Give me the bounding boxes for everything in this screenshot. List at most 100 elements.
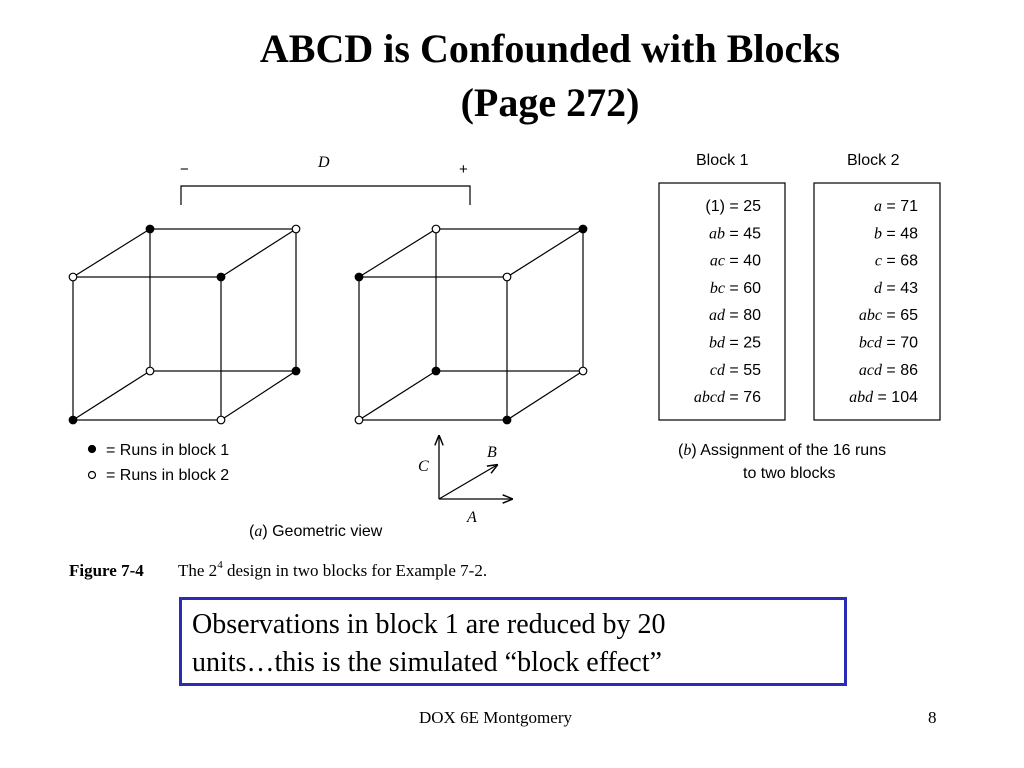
block2-run-name: acd [859,362,883,379]
run-ac [216,272,226,282]
block2-run-name: b [874,225,882,242]
block2-run-4: abc = 65 [859,307,918,324]
block2-run-1: b = 48 [874,225,918,242]
block1-run-0: (1) = 25 [705,198,761,215]
note-line1: Observations in block 1 are reduced by 2… [192,609,666,640]
block2-run-name: abd [849,389,874,406]
block2-run-value: 71 [900,198,918,215]
block2-run-name: a [874,198,882,215]
run-c [68,272,78,282]
block2-run-5: bcd = 70 [859,335,918,352]
block1-run-value: 45 [743,225,761,242]
d-minus-label: − [180,161,189,178]
legend-block2-label: = Runs in block 2 [106,467,229,484]
run-1 [68,415,78,425]
block1-run-name: ad [709,307,726,324]
figure-caption: The 24 design in two blocks for Example … [178,559,487,580]
run-ab [291,366,301,376]
block1-run-4: ad = 80 [709,307,761,324]
block1-run-6: cd = 55 [710,362,761,379]
block2-run-2: c = 68 [875,253,918,270]
block1-run-value: 25 [743,198,761,215]
run-bcd [431,224,441,234]
cube-d-plus-runs [354,224,588,425]
run-a [216,415,226,425]
axis-b-label: B [487,444,497,461]
caption-assignment-line1: (b) Assignment of the 16 runs [678,442,886,459]
caption-geometric-view: (a) Geometric view [249,523,383,540]
run-bc [145,224,155,234]
block2-run-value: 86 [900,362,918,379]
run-d [354,415,364,425]
block1-list: (1) = 25 ab = 45 ac = 40 bc = 60 ad = 80 bd =… [694,198,761,406]
axis-a-label: A [466,509,477,526]
block2-run-value: 70 [900,335,918,352]
block2-run-value: 48 [900,225,918,242]
block2-run-name: d [874,280,883,297]
block1-title: Block 1 [696,152,749,169]
slide-title-line1: ABCD is Confounded with Blocks [259,26,841,71]
block1-run-1: ab = 45 [709,225,761,242]
figure-label: Figure 7-4 [69,561,144,580]
block2-run-value: 43 [900,280,918,297]
block2-run-0: a = 71 [874,198,918,215]
block2-run-name: c [875,253,882,270]
block2-list: a = 71 b = 48 c = 68 d = 43 abc = 65 bcd = 70… [849,198,918,406]
d-bracket [180,185,471,205]
run-abcd [578,224,588,234]
run-abc [291,224,301,234]
block1-box [658,182,786,421]
cube-d-minus [72,228,297,421]
axes-indicator [439,436,512,499]
run-ad [502,415,512,425]
axis-b-arrow [438,465,497,500]
footer-page-number: 8 [928,708,937,727]
block1-run-value: 76 [743,389,761,406]
block2-run-value: 104 [891,389,918,406]
block2-run-name: bcd [859,335,883,352]
run-b [145,366,155,376]
block1-run-name: (1) [705,198,725,215]
block-effect-note: Observations in block 1 are reduced by 2… [179,597,847,686]
block1-run-name: bc [710,280,725,297]
block1-run-5: bd = 25 [709,335,761,352]
run-acd [502,272,512,282]
block1-run-value: 60 [743,280,761,297]
block2-run-value: 68 [900,253,918,270]
block2-run-name: abc [859,307,882,324]
block2-run-7: abd = 104 [849,389,918,406]
footer-source: DOX 6E Montgomery [419,708,572,727]
note-line2: units…this is the simulated “block effec… [192,647,662,678]
figure-7-4: − + D = Runs in [68,152,941,580]
d-factor-label: D [317,154,330,171]
block1-run-value: 25 [743,335,761,352]
block2-run-6: acd = 86 [859,362,918,379]
block1-run-7: abcd = 76 [694,389,761,406]
run-cd [354,272,364,282]
block1-run-name: ac [710,253,725,270]
block2-title: Block 2 [847,152,900,169]
cube-d-minus-runs [68,224,301,425]
caption-assignment-line2: to two blocks [743,465,835,482]
block1-run-value: 55 [743,362,761,379]
cube-d-plus [358,228,584,421]
block1-run-2: ac = 40 [710,253,761,270]
run-abd [578,366,588,376]
legend-block1-label: = Runs in block 1 [106,442,229,459]
block1-run-name: ab [709,225,725,242]
axis-c-label: C [418,458,429,475]
block2-run-value: 65 [900,307,918,324]
block1-run-3: bc = 60 [710,280,761,297]
block1-run-value: 80 [743,307,761,324]
block1-run-name: abcd [694,389,726,406]
block1-run-name: cd [710,362,726,379]
slide-title-line2: (Page 272) [460,80,640,125]
legend-filled-dot [87,444,97,454]
block1-run-name: bd [709,335,726,352]
run-bd [431,366,441,376]
block1-run-value: 40 [743,253,761,270]
block2-run-3: d = 43 [874,280,918,297]
legend-open-dot [87,470,97,480]
d-plus-label: + [459,161,468,178]
block2-box [813,182,941,421]
